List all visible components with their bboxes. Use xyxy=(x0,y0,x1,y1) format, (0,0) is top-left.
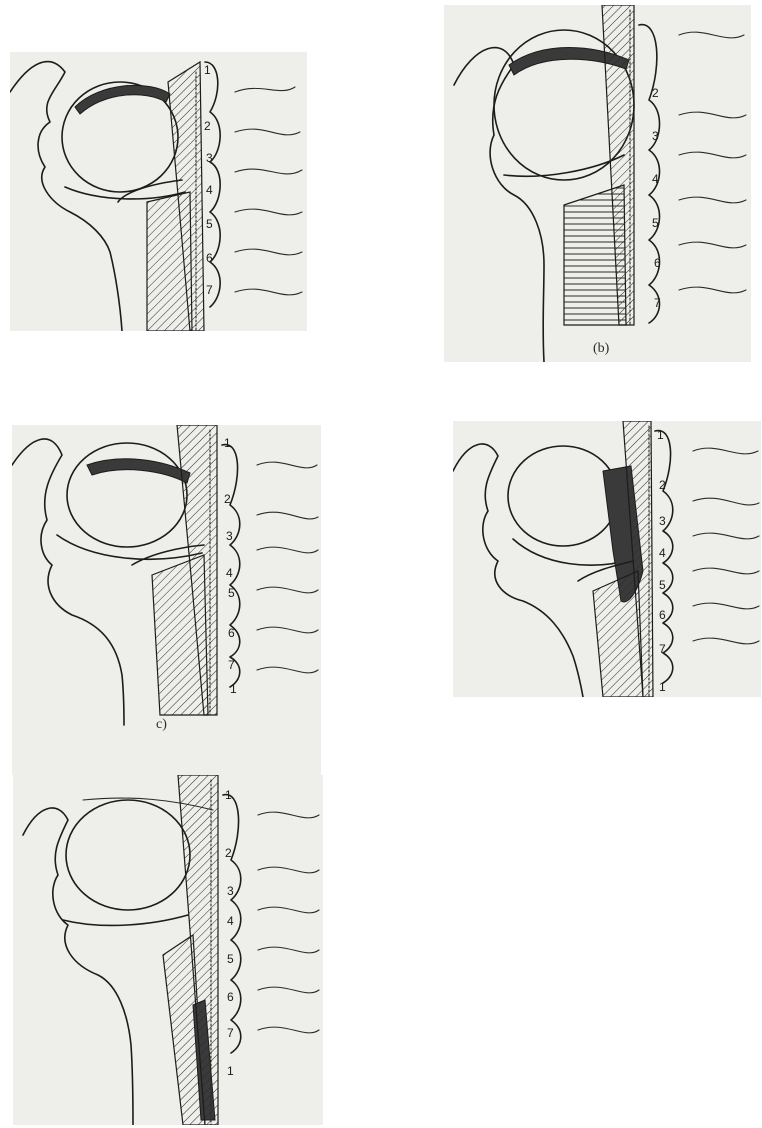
vertebra-label-6: 6 xyxy=(228,626,235,640)
vertebra-label-3: 3 xyxy=(659,514,666,528)
swallow-diagram-a: 1 2 3 4 5 6 7 xyxy=(10,52,307,331)
vertebra-label-7: 7 xyxy=(654,296,661,310)
vertebra-label-2: 2 xyxy=(224,492,231,506)
vertebra-label-4: 4 xyxy=(659,546,666,560)
vertebra-label-6: 6 xyxy=(206,251,213,265)
vertebra-label-4: 4 xyxy=(226,566,233,580)
swallow-diagram-b: 2 3 4 5 6 7 xyxy=(444,5,751,362)
vertebra-label-7: 7 xyxy=(659,642,666,656)
vertebra-label-3: 3 xyxy=(206,151,213,165)
vertebra-label-1: 1 xyxy=(204,63,211,77)
vertebra-label-1: 1 xyxy=(225,788,232,802)
vertebra-label-6: 6 xyxy=(659,608,666,622)
vertebra-label-5: 5 xyxy=(227,952,234,966)
vertebra-label-1: 1 xyxy=(657,428,664,442)
swallow-diagram-d: 1 2 3 4 5 6 7 1 xyxy=(453,421,761,697)
vertebra-label-1: 1 xyxy=(224,436,231,450)
vertebra-label-2: 2 xyxy=(652,86,659,100)
vertebra-label-t1: 1 xyxy=(230,682,237,696)
panel-d: 1 2 3 4 5 6 7 1 xyxy=(453,421,761,697)
panel-e: 1 2 3 4 5 6 7 1 xyxy=(13,775,323,1125)
vertebra-label-4: 4 xyxy=(227,914,234,928)
vertebra-label-3: 3 xyxy=(652,129,659,143)
vertebra-label-5: 5 xyxy=(228,586,235,600)
vertebra-label-3: 3 xyxy=(226,529,233,543)
panel-caption-c: c) xyxy=(156,717,167,733)
vertebra-label-3: 3 xyxy=(227,884,234,898)
vertebra-label-2: 2 xyxy=(659,478,666,492)
vertebra-label-4: 4 xyxy=(652,172,659,186)
vertebra-label-7: 7 xyxy=(206,283,213,297)
vertebra-label-5: 5 xyxy=(659,578,666,592)
vertebra-label-6: 6 xyxy=(654,256,661,270)
vertebra-label-5: 5 xyxy=(652,216,659,230)
vertebra-label-4: 4 xyxy=(206,183,213,197)
panel-a: 1 2 3 4 5 6 7 xyxy=(10,52,307,331)
vertebra-label-7: 7 xyxy=(228,658,235,672)
panel-b: 2 3 4 5 6 7 (b) xyxy=(444,5,751,362)
panel-caption-b: (b) xyxy=(593,341,609,357)
vertebra-label-5: 5 xyxy=(206,217,213,231)
swallow-diagram-e: 1 2 3 4 5 6 7 1 xyxy=(13,775,323,1125)
panel-c: 1 2 3 4 5 6 7 1 c) xyxy=(12,425,321,775)
vertebra-label-2: 2 xyxy=(225,846,232,860)
vertebra-label-t1: 1 xyxy=(227,1064,234,1078)
vertebra-label-6: 6 xyxy=(227,990,234,1004)
vertebra-label-7: 7 xyxy=(227,1026,234,1040)
vertebra-label-2: 2 xyxy=(204,119,211,133)
vertebra-label-t1: 1 xyxy=(659,680,666,694)
